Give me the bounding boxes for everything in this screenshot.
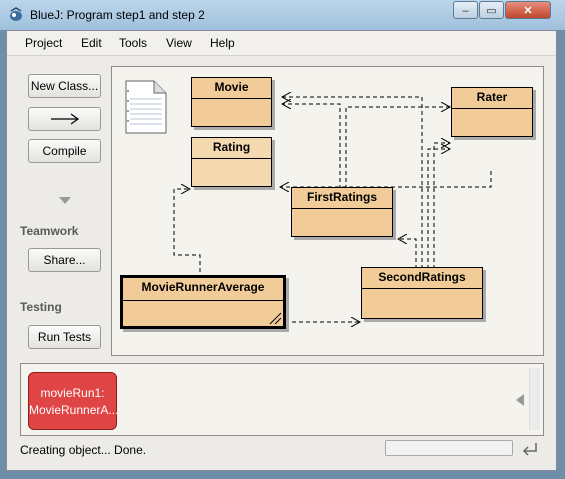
menu-project[interactable]: Project xyxy=(25,36,63,50)
object-instance[interactable]: movieRun1: MovieRunnerA... xyxy=(28,372,119,430)
menu-bar: Project Edit Tools View Help xyxy=(7,31,556,56)
minimize-button[interactable]: – xyxy=(453,1,478,19)
resize-handle-icon[interactable] xyxy=(268,311,282,325)
undo-icon[interactable] xyxy=(521,440,539,456)
main-window: Project Edit Tools View Help New Class..… xyxy=(6,30,557,471)
readme-note-icon[interactable] xyxy=(124,79,168,135)
new-class-button[interactable]: New Class... xyxy=(28,74,101,98)
teamwork-label: Teamwork xyxy=(20,224,79,238)
class-diagram[interactable]: Movie Rating Rater FirstRatings MovieRun… xyxy=(111,66,544,356)
run-tests-button[interactable]: Run Tests xyxy=(28,325,101,349)
close-button[interactable]: ✕ xyxy=(505,1,551,19)
object-name: movieRun1: xyxy=(40,386,105,400)
menu-view[interactable]: View xyxy=(166,36,192,50)
class-name: MovieRunnerAverage xyxy=(123,278,283,301)
class-movie[interactable]: Movie xyxy=(191,77,272,127)
class-rating[interactable]: Rating xyxy=(191,137,272,187)
scroll-left-icon[interactable] xyxy=(516,394,524,406)
class-secondratings[interactable]: SecondRatings xyxy=(361,267,483,319)
window-title: BlueJ: Program step1 and step 2 xyxy=(30,8,205,22)
object-type: MovieRunnerA... xyxy=(29,403,119,417)
class-rater[interactable]: Rater xyxy=(451,87,533,137)
menu-edit[interactable]: Edit xyxy=(81,36,102,50)
testing-label: Testing xyxy=(20,300,62,314)
menu-help[interactable]: Help xyxy=(210,36,235,50)
share-button[interactable]: Share... xyxy=(28,248,101,272)
compile-button[interactable]: Compile xyxy=(28,139,101,163)
status-text: Creating object... Done. xyxy=(20,443,147,457)
progress-indicator xyxy=(385,440,513,456)
class-name: FirstRatings xyxy=(292,188,392,209)
class-movierunneraverage[interactable]: MovieRunnerAverage xyxy=(120,275,286,329)
arrow-icon xyxy=(50,113,79,125)
object-bench: movieRun1: MovieRunnerA... xyxy=(20,363,544,436)
maximize-button[interactable]: ▭ xyxy=(479,1,504,19)
new-arrow-button[interactable] xyxy=(28,107,101,131)
class-firstratings[interactable]: FirstRatings xyxy=(291,187,393,237)
menu-tools[interactable]: Tools xyxy=(119,36,148,50)
collapse-triangle-icon[interactable] xyxy=(59,197,71,205)
class-name: Movie xyxy=(192,78,271,99)
class-name: SecondRatings xyxy=(362,268,482,289)
class-name: Rater xyxy=(452,88,532,109)
bluej-logo-icon xyxy=(10,7,22,21)
object-bench-scrollbar[interactable] xyxy=(529,368,540,430)
title-bar: BlueJ: Program step1 and step 2 – ▭ ✕ xyxy=(0,0,565,30)
class-name: Rating xyxy=(192,138,271,159)
